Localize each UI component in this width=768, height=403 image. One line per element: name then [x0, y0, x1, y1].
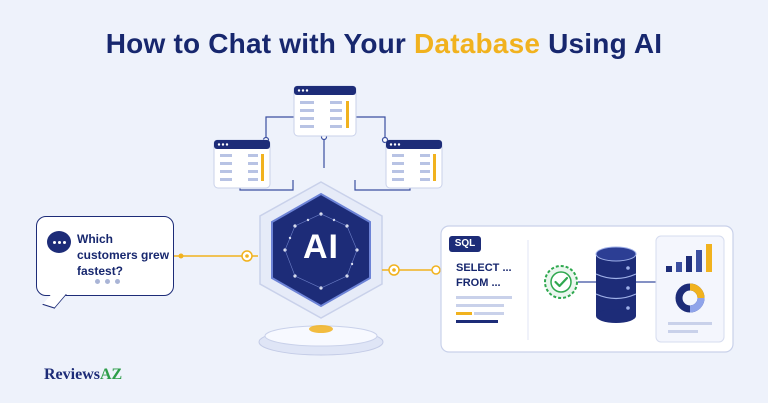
connector-top-to-right: [356, 116, 386, 140]
page-title: How to Chat with Your Database Using AI: [0, 28, 768, 60]
connector-top-to-left: [265, 116, 294, 140]
sql-badge: SQL: [449, 236, 481, 252]
title-highlight: Database: [414, 28, 541, 59]
donut-chart-icon: [675, 283, 705, 313]
charts-card: [655, 235, 725, 343]
ai-pedestal: [258, 325, 384, 356]
sql-line-select: SELECT ...: [456, 262, 512, 274]
sql-placeholder-lines: [456, 296, 512, 323]
typing-indicator: [95, 279, 120, 284]
title-part-2: Using AI: [540, 28, 663, 59]
chat-question: Which customers grew fastest?: [77, 232, 170, 278]
table-window-right: [385, 139, 443, 189]
chat-bubble-icon: [47, 231, 71, 253]
chat-bubble: Which customers grew fastest?: [36, 216, 174, 309]
title-part-1: How to Chat with Your: [105, 28, 414, 59]
ai-label: AI: [303, 228, 339, 266]
bar-chart-icon: [666, 244, 712, 272]
table-window-left: [213, 139, 271, 189]
logo-part-1: Reviews: [44, 366, 100, 383]
check-circle-icon: [544, 265, 596, 299]
ai-hexagon: [259, 181, 383, 319]
link-hub-to-panel: [382, 264, 441, 276]
database-icon: [595, 246, 656, 323]
sql-line-from: FROM ...: [456, 277, 501, 289]
table-window-top: [293, 85, 357, 137]
link-bubble-to-hub: [174, 250, 258, 262]
brand-logo: ReviewsAZ: [44, 366, 122, 384]
logo-part-2: AZ: [99, 366, 123, 383]
